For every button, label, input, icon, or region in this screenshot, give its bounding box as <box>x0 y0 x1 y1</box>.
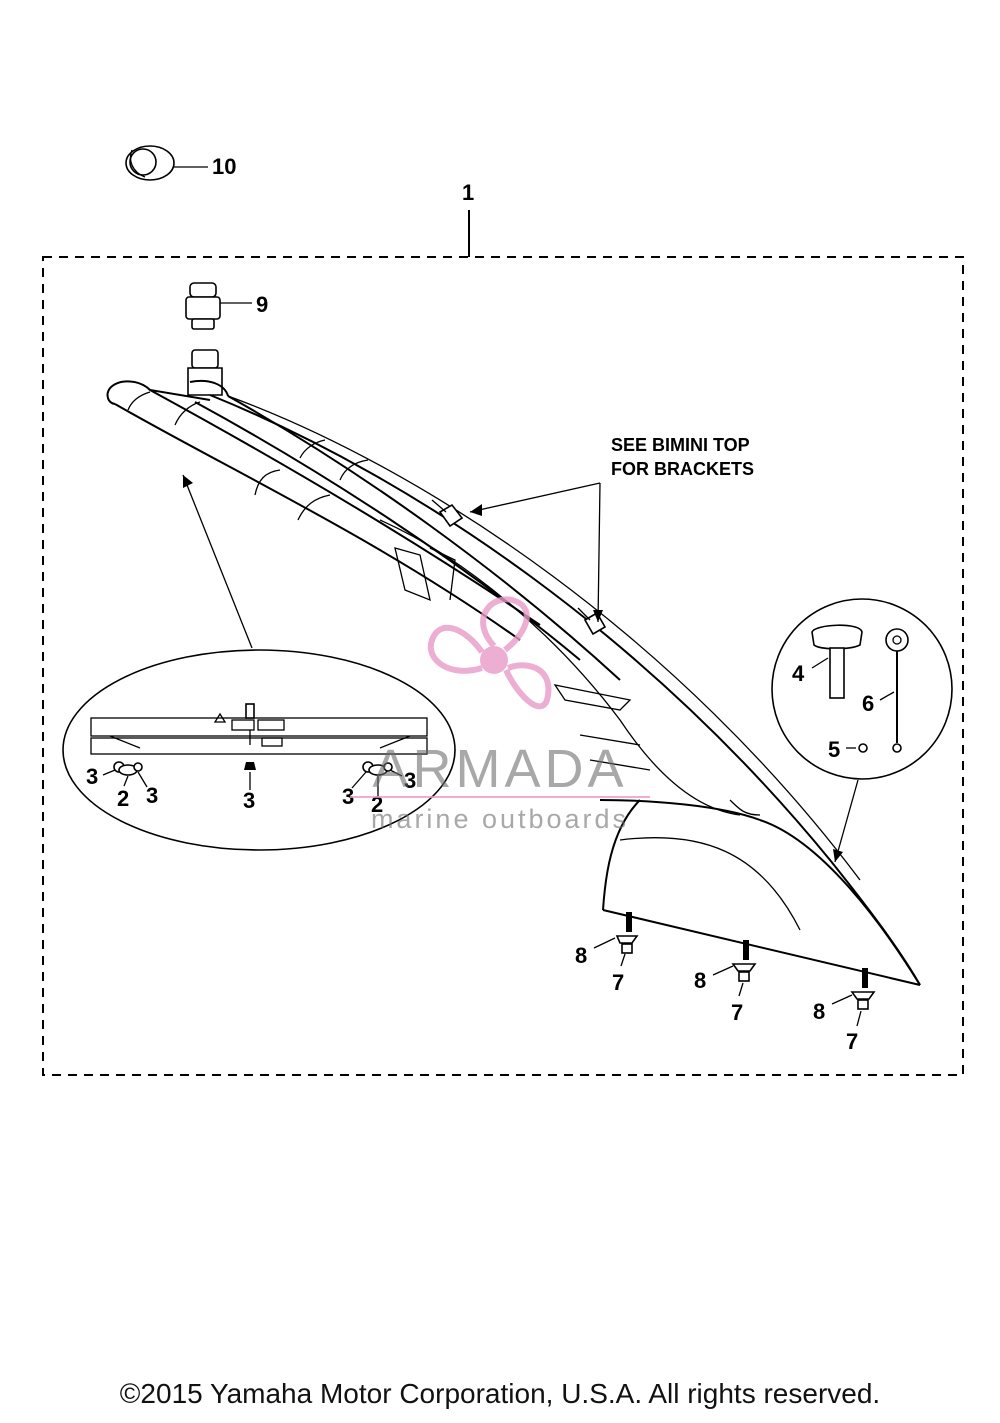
tower-arch <box>106 349 921 986</box>
callout-8-b: 8 <box>694 968 706 993</box>
callout-6: 6 <box>862 691 874 716</box>
callout-3-a: 3 <box>86 764 98 789</box>
callout-8-a: 8 <box>575 943 587 968</box>
callout-7-a: 7 <box>612 970 624 995</box>
note-bimini-line2: FOR BRACKETS <box>611 459 754 479</box>
note-arrows <box>469 482 603 623</box>
callout-2-a: 2 <box>117 786 129 811</box>
callout-3-b: 3 <box>146 783 158 808</box>
note-bimini-line1: SEE BIMINI TOP <box>611 435 750 455</box>
callout-3-e: 3 <box>404 768 416 793</box>
foot-hardware-2 <box>712 940 757 997</box>
watermark-brand: ARMADA <box>372 739 627 799</box>
detail-ellipse <box>62 474 456 851</box>
callout-4: 4 <box>792 661 805 686</box>
callout-3-d: 3 <box>342 784 354 809</box>
armada-logo-watermark: ARMADA marine outboards <box>350 596 650 834</box>
detail-circle <box>771 598 953 863</box>
kit-boundary <box>42 256 964 1076</box>
callout-3-c: 3 <box>243 788 255 813</box>
foot-hardware-1 <box>593 912 639 967</box>
callout-10: 10 <box>212 154 236 179</box>
foot-hardware-3 <box>831 968 876 1027</box>
watermark-tagline: marine outboards <box>371 804 629 834</box>
copyright-footer: ©2015 Yamaha Motor Corporation, U.S.A. A… <box>119 1378 881 1409</box>
callout-2-b: 2 <box>371 792 383 817</box>
callout-5: 5 <box>828 737 840 762</box>
callout-8-c: 8 <box>813 999 825 1024</box>
callout-9: 9 <box>256 292 268 317</box>
part-10-plug <box>125 145 208 181</box>
callout-7-b: 7 <box>731 1000 743 1025</box>
callout-7-c: 7 <box>846 1029 858 1054</box>
part-9-cap <box>185 282 252 330</box>
callout-1: 1 <box>462 180 474 205</box>
propeller-icon <box>427 596 552 710</box>
